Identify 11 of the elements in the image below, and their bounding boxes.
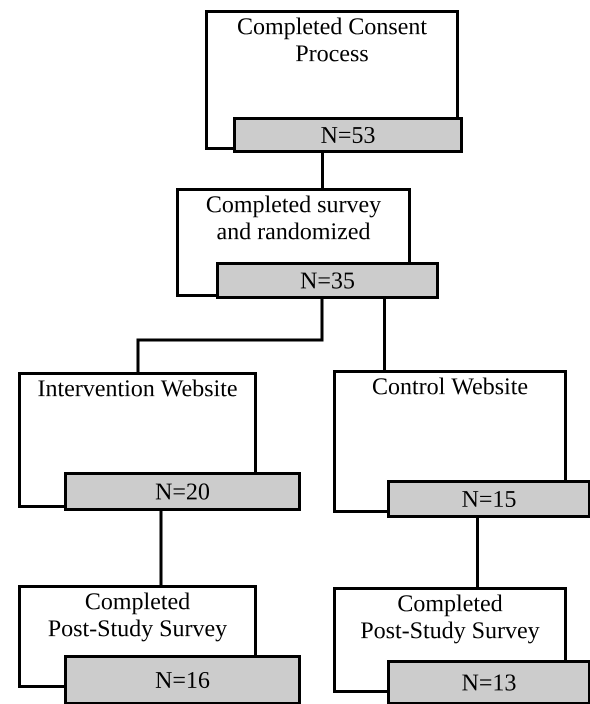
count-box: N=15 (387, 480, 590, 518)
connector-line (321, 150, 324, 188)
count-box: N=20 (64, 472, 301, 511)
connector-line (476, 515, 479, 587)
connector-line (136, 296, 324, 372)
connector-line (383, 296, 386, 370)
count-box: N=16 (64, 655, 301, 704)
count-box: N=53 (233, 117, 463, 153)
count-box: N=35 (216, 262, 439, 299)
count-box: N=13 (387, 660, 590, 704)
connector-line (160, 508, 162, 585)
